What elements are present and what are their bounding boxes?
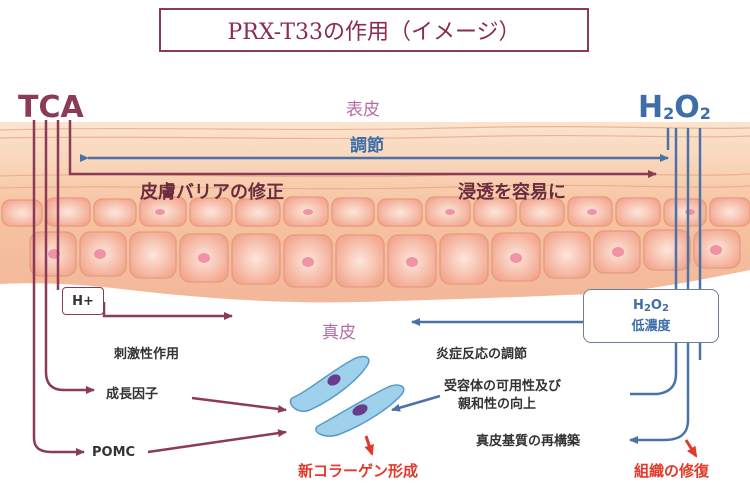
outcome-collagen: 新コラーゲン形成 bbox=[298, 462, 419, 480]
regulation-label: 調節 bbox=[350, 136, 384, 156]
fibroblast-cells bbox=[289, 355, 405, 437]
effect-pomc: POMC bbox=[92, 445, 136, 460]
effect-growth-factor: 成長因子 bbox=[106, 387, 159, 402]
outcome-tissue-repair: 組織の修復 bbox=[634, 462, 710, 480]
repair-arrow bbox=[684, 439, 698, 458]
effect-matrix-remodeling: 真皮基質の再構築 bbox=[476, 434, 581, 449]
epidermis-label: 表皮 bbox=[346, 100, 380, 120]
collagen-arrow bbox=[364, 435, 374, 456]
barrier-label: 皮膚バリアの修正 bbox=[140, 182, 284, 203]
effect-stimulation: 刺激性作用 bbox=[114, 347, 180, 362]
effect-affinity-improvement: 親和性の向上 bbox=[458, 397, 537, 412]
cell-row-upper bbox=[1, 196, 750, 227]
h2o2-box-concentration: 低濃度 bbox=[631, 318, 671, 334]
tca-label: TCA bbox=[18, 90, 84, 125]
penetration-label: 浸透を容易に bbox=[458, 182, 566, 203]
h2o2-low-concentration-box: H2O2 低濃度 bbox=[583, 289, 719, 343]
effect-receptor-availability: 受容体の可用性及び bbox=[444, 379, 562, 394]
dermis-label: 真皮 bbox=[322, 323, 356, 343]
h2o2-lines bbox=[391, 128, 702, 444]
tca-lines bbox=[32, 120, 657, 456]
page-title: PRX-T33の作用（イメージ） bbox=[159, 8, 589, 52]
hplus-box: H+ bbox=[62, 287, 104, 315]
effect-inflammation-regulation: 炎症反応の調節 bbox=[436, 347, 528, 362]
h2o2-label: H2O2 bbox=[638, 90, 711, 125]
h2o2-box-formula: H2O2 bbox=[633, 297, 669, 314]
